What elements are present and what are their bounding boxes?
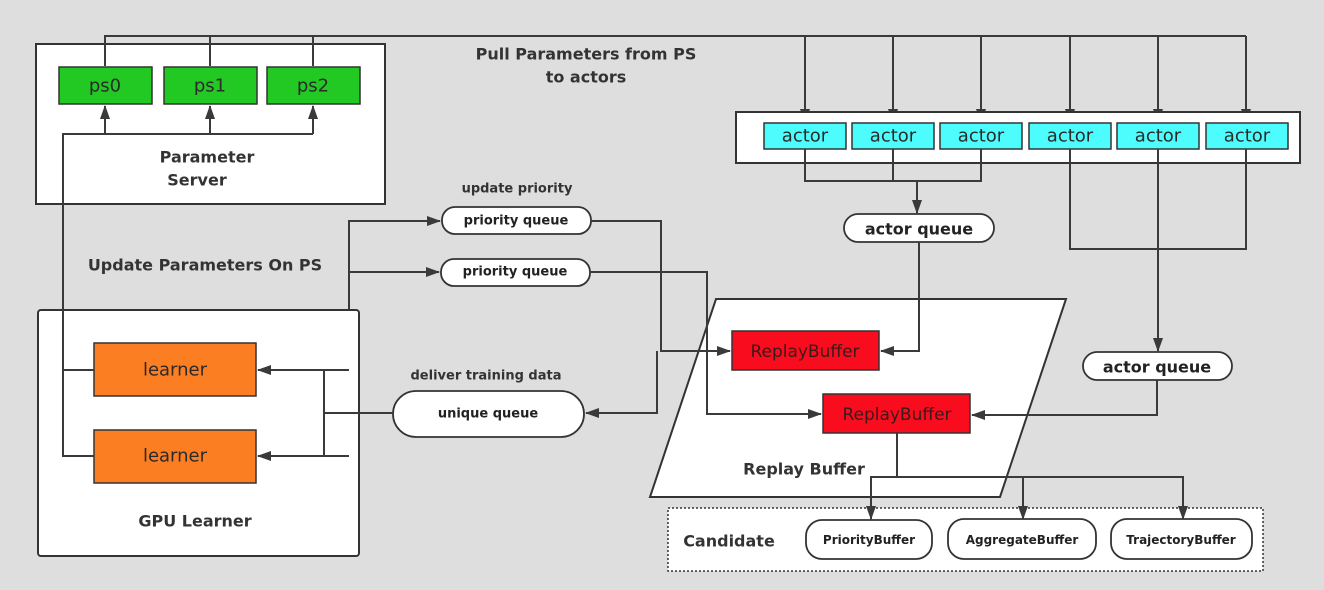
actor-node-4[interactable]: actor bbox=[1028, 122, 1112, 150]
priority-queue-label: priority queue bbox=[463, 265, 568, 280]
actor-label: actor bbox=[1224, 126, 1271, 147]
actor-label: actor bbox=[1135, 126, 1182, 147]
replay-buffer-node-1[interactable]: ReplayBuffer bbox=[731, 330, 880, 371]
update-parameters-label: Update Parameters On PS bbox=[88, 256, 322, 275]
arrow-priority-queue-2-to-rb2 bbox=[590, 271, 822, 419]
pull-parameters-label-line2: to actors bbox=[546, 68, 627, 87]
replay-buffer-title: Replay Buffer bbox=[743, 460, 865, 479]
learner-2-to-update-bus bbox=[62, 310, 94, 457]
learner-label: learner bbox=[143, 446, 208, 467]
learner-label: learner bbox=[143, 360, 208, 381]
ps-node-label: ps0 bbox=[89, 76, 121, 97]
ps-node-2[interactable]: ps2 bbox=[266, 66, 361, 105]
actor-queue-1[interactable]: actor queue bbox=[843, 213, 995, 243]
actor-node-2[interactable]: actor bbox=[851, 122, 935, 150]
parameter-server-title-line2: Server bbox=[167, 171, 227, 190]
candidate-aggregate-buffer[interactable]: AggregateBuffer bbox=[947, 518, 1097, 560]
arrow-rb-to-unique-queue bbox=[585, 351, 658, 418]
priority-queue-1[interactable]: priority queue bbox=[441, 206, 592, 235]
replay-buffer-label: ReplayBuffer bbox=[842, 405, 951, 425]
parameter-server-title-line1: Parameter bbox=[160, 148, 255, 167]
replay-buffer-node-2[interactable]: ReplayBuffer bbox=[822, 393, 971, 434]
actor-queue-label: actor queue bbox=[1103, 358, 1211, 377]
actor-label: actor bbox=[958, 126, 1005, 147]
actor-node-1[interactable]: actor bbox=[763, 122, 847, 150]
candidate-title: Candidate bbox=[683, 532, 775, 551]
ps-node-label: ps1 bbox=[194, 76, 226, 97]
priority-queue-label: priority queue bbox=[464, 214, 569, 229]
ps-node-1[interactable]: ps1 bbox=[163, 66, 258, 105]
actor-queue-2[interactable]: actor queue bbox=[1082, 351, 1233, 381]
update-bus-line bbox=[62, 133, 313, 310]
unique-queue-label: unique queue bbox=[438, 407, 539, 422]
actor-node-5[interactable]: actor bbox=[1116, 122, 1200, 150]
pull-parameters-label-line1: Pull Parameters from PS bbox=[476, 45, 697, 64]
arrow-priority-queue-1-to-rb1 bbox=[591, 220, 731, 356]
candidate-item-label: PriorityBuffer bbox=[823, 533, 915, 547]
update-priority-label: update priority bbox=[462, 182, 573, 197]
actor-label: actor bbox=[870, 126, 917, 147]
replay-buffer-label: ReplayBuffer bbox=[750, 342, 859, 362]
priority-queue-2[interactable]: priority queue bbox=[440, 258, 591, 287]
actor-label: actor bbox=[782, 126, 829, 147]
candidate-distribution-line bbox=[870, 476, 1184, 519]
arrow-actor-queue-1-to-rb1 bbox=[880, 242, 920, 356]
actor-queue-label: actor queue bbox=[865, 220, 973, 239]
gpu-learner-title: GPU Learner bbox=[138, 512, 251, 531]
candidate-priority-buffer[interactable]: PriorityBuffer bbox=[805, 519, 933, 560]
ps-node-label: ps2 bbox=[297, 76, 329, 97]
unique-queue[interactable]: unique queue bbox=[392, 390, 585, 438]
actor-label: actor bbox=[1047, 126, 1094, 147]
learner-node-2[interactable]: learner bbox=[93, 429, 257, 484]
ps-node-0[interactable]: ps0 bbox=[58, 66, 153, 105]
candidate-item-label: TrajectoryBuffer bbox=[1126, 533, 1236, 547]
actor-node-3[interactable]: actor bbox=[939, 122, 1023, 150]
learner-node-1[interactable]: learner bbox=[93, 342, 257, 397]
candidate-trajectory-buffer[interactable]: TrajectoryBuffer bbox=[1110, 518, 1253, 560]
candidate-item-label: AggregateBuffer bbox=[966, 533, 1079, 547]
actor-node-6[interactable]: actor bbox=[1205, 122, 1289, 150]
deliver-training-data-label: deliver training data bbox=[411, 369, 562, 384]
arrow-actor-queue-2-to-rb2 bbox=[971, 380, 1158, 420]
